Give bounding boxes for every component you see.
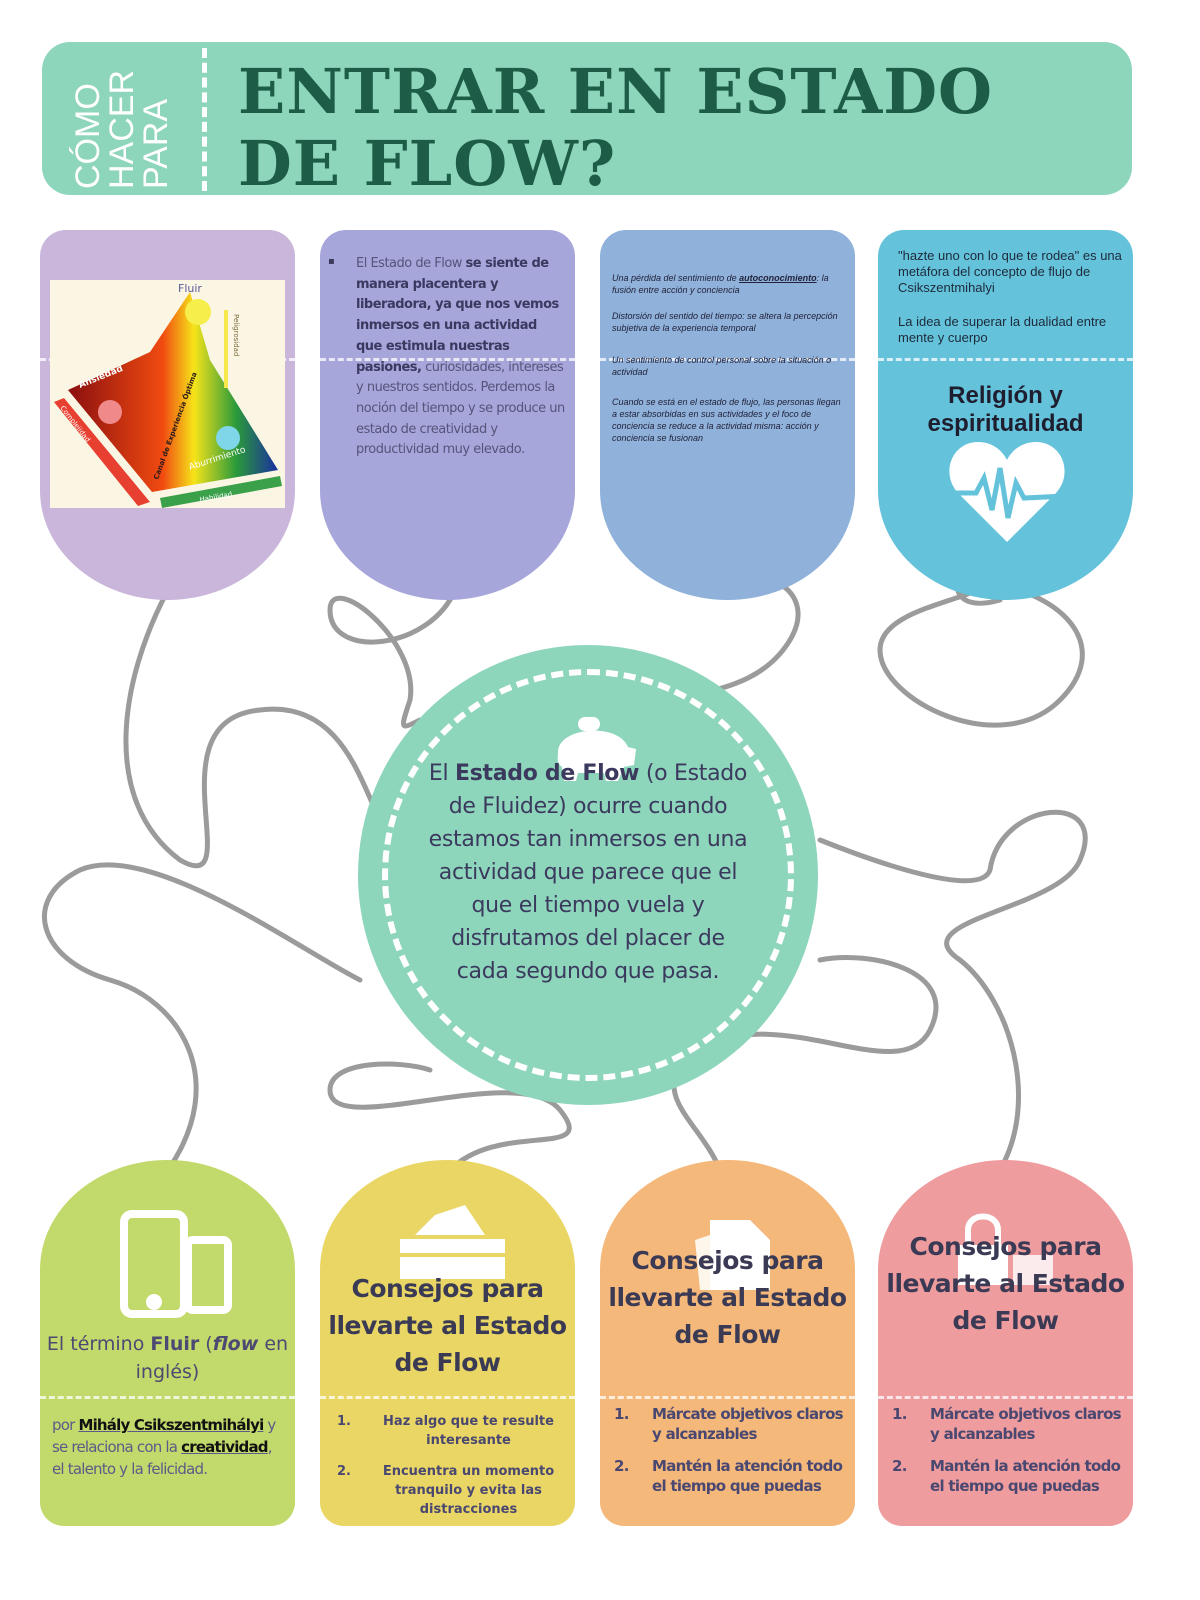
author-text: por Mihály Csikszentmihályi y se relacio… — [52, 1414, 287, 1480]
string-5 — [41, 862, 363, 1173]
creativity-link[interactable]: creatividad — [181, 1438, 268, 1456]
number: 1. — [614, 1405, 629, 1423]
string-1 — [123, 587, 383, 869]
card-tips-3: Consejos para llevarte al Estado de Flow… — [878, 1160, 1133, 1526]
string-8 — [817, 809, 1088, 1173]
dashed-ring — [382, 669, 794, 1081]
text: Una pérdida del sentimiento de — [612, 273, 740, 283]
string-2 — [327, 587, 458, 729]
string-6 — [327, 1061, 572, 1173]
section-heading: Religión y espiritualidad — [927, 382, 1084, 437]
divider — [40, 1396, 295, 1399]
complexity-strip — [54, 398, 150, 506]
text: El Estado de Flow — [356, 256, 466, 271]
diagram-label: Peligrosidad — [232, 314, 240, 356]
tip-text: Márcate objetivos claros y alcanzables — [930, 1405, 1122, 1443]
text: : la fusión entre acción y conciencia — [612, 273, 829, 295]
divider — [320, 1396, 575, 1399]
sad-face-icon — [216, 426, 240, 450]
term-text: El término Fluir (flow en inglés) — [40, 1330, 295, 1386]
tip-item: 1. Márcate objetivos claros y alcanzables — [892, 1404, 1123, 1444]
tip-text: Márcate objetivos claros y alcanzables — [652, 1405, 844, 1443]
card-flow-diagram: Fluir Ansiedad Aburrimiento Canal de Exp… — [40, 230, 295, 600]
tip-item: 1. Haz algo que te resulte interesante — [334, 1412, 565, 1450]
text: y se relaciona con la — [52, 1416, 276, 1456]
heartbeat-icon — [948, 442, 1067, 542]
skill-strip — [160, 476, 282, 508]
lock-icon — [958, 1213, 1053, 1285]
title-line: ENTRAR EN ESTADO — [238, 55, 993, 128]
link[interactable]: autoconocimiento — [739, 273, 817, 283]
divider — [878, 1396, 1133, 1399]
tip-item: 2. Encuentra un momento tranquilo y evita… — [334, 1462, 565, 1519]
divider — [320, 358, 575, 361]
bold-text: se siente de manera placentera y liberad… — [356, 256, 559, 375]
number: 1. — [892, 1405, 907, 1423]
center-text: El Estado de Flow (o Estado de Fluidez) … — [428, 757, 748, 988]
divider — [600, 1396, 855, 1399]
text: El término — [46, 1333, 151, 1355]
center-circle: El Estado de Flow (o Estado de Fluidez) … — [358, 645, 818, 1105]
author-link[interactable]: Mihály Csikszentmihályi — [78, 1416, 264, 1434]
tip-item: 2. Mantén la atención todo el tiempo que … — [892, 1456, 1123, 1496]
italic-text: flow — [212, 1333, 259, 1355]
tips-heading: Consejos para llevarte al Estado de Flow — [328, 1274, 567, 1377]
card-text: El Estado de Flow se siente de manera pl… — [356, 254, 566, 461]
sad-face-icon — [98, 400, 122, 424]
characteristic: Cuando se está en el estado de flujo, la… — [612, 397, 841, 443]
tip-item: 1. Márcate objetivos claros y alcanzables — [614, 1404, 845, 1444]
happy-face-icon — [185, 299, 211, 325]
divider — [202, 48, 207, 191]
quote-text: "hazte uno con lo que te rodea" es una m… — [898, 248, 1122, 295]
string-7 — [671, 955, 939, 1173]
tip-text: Encuentra un momento tranquilo y evita l… — [382, 1464, 555, 1517]
piggy-bank-icon — [557, 717, 636, 781]
number: 2. — [337, 1464, 351, 1479]
card-tips-1: Consejos para llevarte al Estado de Flow… — [320, 1160, 575, 1526]
text: en inglés) — [135, 1333, 289, 1383]
characteristic: Un sentimiento de control personal sobre… — [612, 355, 832, 377]
tip-text: Haz algo que te resulte interesante — [383, 1414, 554, 1448]
wallet-icon — [400, 1205, 505, 1279]
number: 2. — [614, 1457, 629, 1475]
tip-text: Mantén la atención todo el tiempo que pu… — [652, 1457, 843, 1495]
divider — [600, 358, 855, 361]
diagram-label: Fluir — [178, 282, 202, 295]
text: (o Estado de Fluidez) ocurre cuando esta… — [428, 761, 748, 984]
flow-channel-diagram: Fluir Ansiedad Aburrimiento Canal de Exp… — [50, 280, 285, 508]
bullet: ▪ — [328, 256, 335, 267]
card-term-fluir: El término Fluir (flow en inglés) por Mi… — [40, 1160, 295, 1526]
characteristic: Una pérdida del sentimiento de autoconoc… — [612, 272, 847, 296]
card-tips-2: Consejos para llevarte al Estado de Flow… — [600, 1160, 855, 1526]
devices-icon — [120, 1210, 232, 1318]
characteristic: Distorsión del sentido del tiempo: se al… — [612, 311, 838, 333]
idea-text: La idea de superar la dualidad entre men… — [898, 314, 1107, 345]
number: 1. — [337, 1414, 351, 1429]
text: , el talento y la felicidad. — [52, 1438, 273, 1478]
card-spirituality: "hazte uno con lo que te rodea" es una m… — [878, 230, 1133, 600]
bold-text: Fluir — [150, 1333, 200, 1355]
text: curiosidades, intereses y nuestros senti… — [356, 359, 565, 458]
divider — [878, 358, 1133, 361]
danger-bar — [224, 310, 228, 388]
tip-text: Mantén la atención todo el tiempo que pu… — [930, 1457, 1121, 1495]
card-flow-feeling: ▪ El Estado de Flow se siente de manera … — [320, 230, 575, 600]
title-line: DE FLOW? — [238, 127, 617, 200]
document-icon — [695, 1220, 770, 1290]
text: ( — [199, 1333, 213, 1355]
bold-text: Estado de Flow — [455, 761, 640, 786]
tip-item: 2. Mantén la atención todo el tiempo que … — [614, 1456, 845, 1496]
card-flow-characteristics: Una pérdida del sentimiento de autoconoc… — [600, 230, 855, 600]
tips-heading: Consejos para llevarte al Estado de Flow — [886, 1232, 1125, 1335]
number: 2. — [892, 1457, 907, 1475]
tips-heading: Consejos para llevarte al Estado de Flow — [608, 1246, 847, 1349]
text: por — [52, 1416, 79, 1434]
text: El — [428, 761, 455, 786]
